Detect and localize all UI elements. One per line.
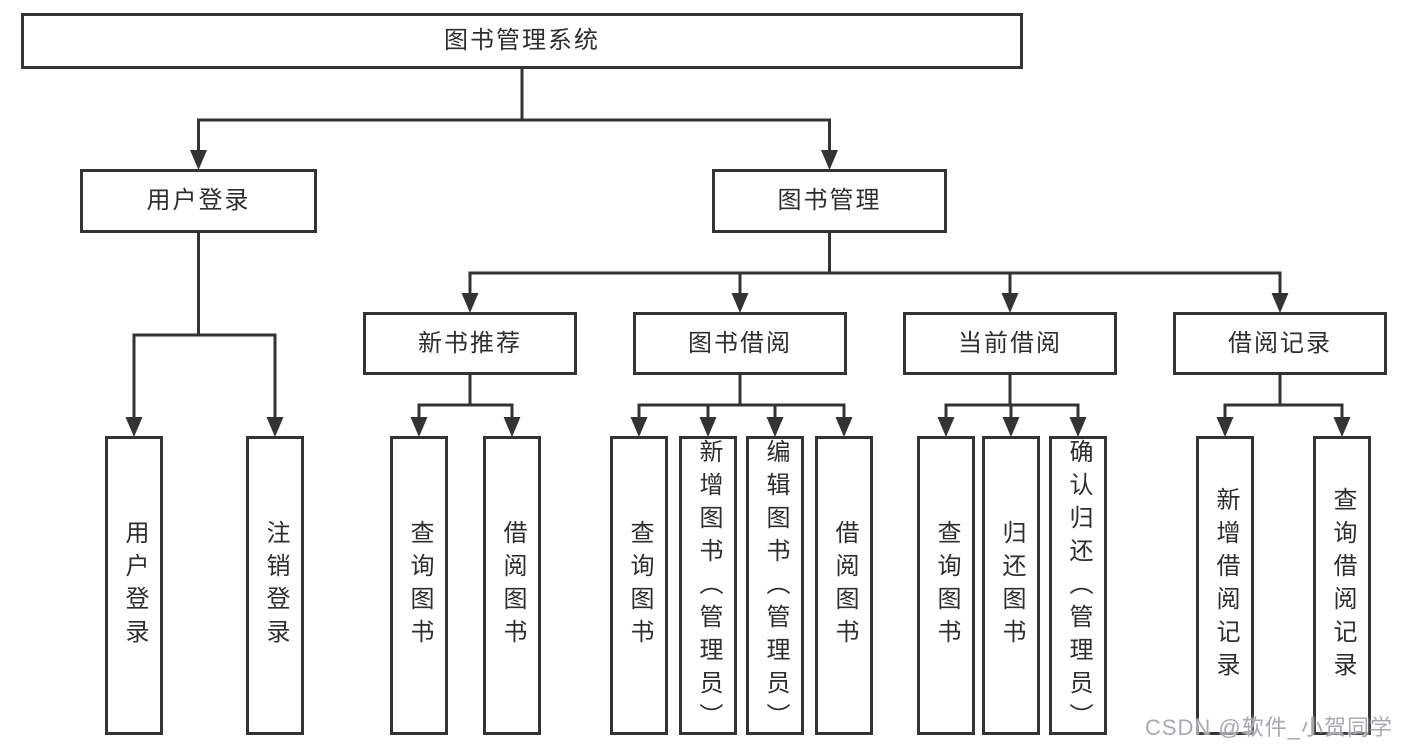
node-label: 查询图书 — [933, 519, 960, 652]
node-rec: 新书推荐 — [363, 312, 577, 375]
node-label: 借阅图书 — [499, 519, 526, 652]
node-records-add: 新增借阅记录 — [1196, 436, 1254, 735]
node-label: 借阅记录 — [1228, 329, 1332, 357]
node-records-query: 查询借阅记录 — [1313, 436, 1371, 735]
node-borrow: 图书借阅 — [633, 312, 847, 375]
node-login: 用户登录 — [80, 169, 317, 233]
node-label: 图书管理 — [777, 187, 882, 214]
node-label: 确认归还（管理员） — [1065, 439, 1092, 736]
node-label: 查询图书 — [626, 519, 653, 652]
node-label: 新书推荐 — [418, 329, 522, 357]
node-rec-query: 查询图书 — [390, 436, 448, 735]
node-label: 新增图书（管理员） — [695, 439, 722, 736]
node-current-confirm: 确认归还（管理员） — [1049, 436, 1107, 736]
node-label: 注销登录 — [262, 519, 289, 652]
node-borrow-borrow: 借阅图书 — [815, 436, 873, 735]
node-current-query: 查询图书 — [917, 436, 975, 735]
node-current-return: 归还图书 — [982, 436, 1040, 735]
node-label: 图书管理系统 — [444, 27, 600, 54]
node-borrow-query: 查询图书 — [610, 436, 668, 735]
node-label: 图书借阅 — [688, 329, 792, 357]
node-label: 用户登录 — [121, 519, 148, 652]
node-root: 图书管理系统 — [21, 13, 1023, 69]
node-rec-borrow: 借阅图书 — [483, 436, 541, 735]
node-current: 当前借阅 — [903, 312, 1117, 375]
node-borrow-edit: 编辑图书（管理员） — [746, 436, 804, 736]
node-borrow-add: 新增图书（管理员） — [679, 436, 737, 736]
node-label: 归还图书 — [998, 519, 1025, 652]
node-label: 借阅图书 — [831, 519, 858, 652]
node-login-logout: 注销登录 — [246, 436, 304, 735]
node-label: 查询借阅记录 — [1329, 486, 1356, 685]
node-label: 编辑图书（管理员） — [762, 439, 789, 736]
node-login-user: 用户登录 — [105, 436, 163, 735]
node-label: 新增借阅记录 — [1212, 486, 1239, 685]
node-label: 查询图书 — [406, 519, 433, 652]
node-mgmt: 图书管理 — [712, 169, 947, 233]
watermark-text: CSDN @软件_小贺同学 — [1144, 715, 1393, 740]
node-label: 当前借阅 — [958, 329, 1062, 357]
node-label: 用户登录 — [146, 187, 251, 214]
node-records: 借阅记录 — [1173, 312, 1387, 375]
